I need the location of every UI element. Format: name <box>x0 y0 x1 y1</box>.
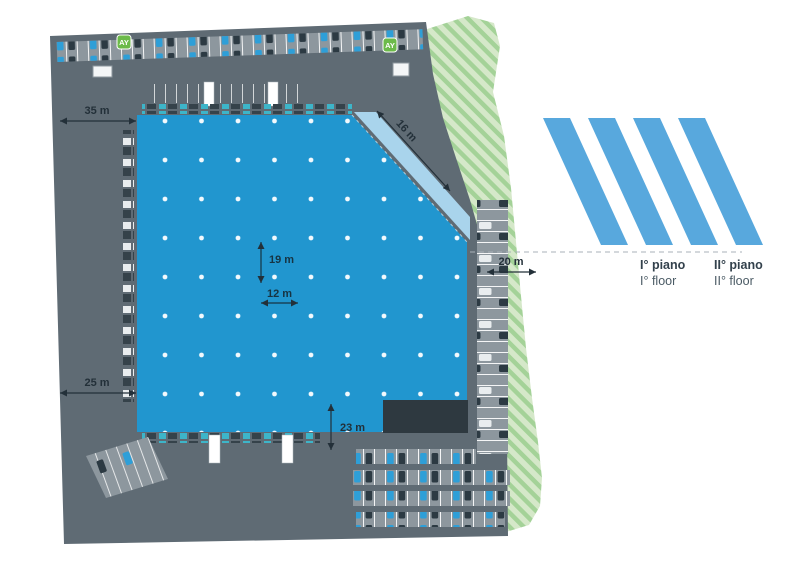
legend-floor2-shape <box>633 118 763 245</box>
kiosk-left <box>92 65 113 78</box>
truck-top-2 <box>267 81 279 107</box>
gate-marker-right-label: AY <box>385 41 395 50</box>
gate-marker-left-label: AY <box>119 38 129 47</box>
legend-floor1-label-it: I° piano <box>640 258 686 272</box>
gate-marker-right: AY <box>382 37 398 53</box>
dimension-12m-label: 12 m <box>267 288 292 300</box>
truck-south-1 <box>208 434 221 464</box>
truck-south-2 <box>281 434 294 464</box>
legend-floor2-label-it: II° piano <box>714 258 763 272</box>
dimension-25m: 25 m <box>60 377 136 397</box>
dimension-23m-label: 23 m <box>340 422 365 434</box>
dimension-35m-label: 35 m <box>84 105 109 117</box>
truck-top-1 <box>203 81 215 107</box>
parking-rows-bottom <box>353 449 510 527</box>
kiosk-right <box>392 62 410 77</box>
service-block <box>383 400 468 433</box>
dimension-19m-label: 19 m <box>269 254 294 266</box>
dock-strip-south <box>142 433 320 443</box>
dimension-23m: 23 m <box>327 404 365 450</box>
parking-column-right <box>477 200 508 454</box>
parking-row-top <box>56 29 424 62</box>
legend-floor1-shape <box>543 118 673 245</box>
gate-marker-left: AY <box>116 34 132 50</box>
legend: I° piano I° floor II° piano II° floor <box>543 118 763 288</box>
dimension-20m: 20 m <box>487 256 536 276</box>
dimension-19m: 19 m <box>257 242 294 283</box>
legend-floor1-label-en: I° floor <box>640 274 676 288</box>
dimension-12m: 12 m <box>261 288 298 307</box>
dock-strip-north <box>142 104 352 114</box>
column-grid-dots <box>137 115 467 432</box>
legend-floor2-label-en: II° floor <box>714 274 754 288</box>
truck-slots-top <box>150 84 300 103</box>
dimension-20m-label: 20 m <box>498 256 523 268</box>
dock-strip-west <box>123 130 134 402</box>
dimension-25m-label: 25 m <box>84 377 109 389</box>
dimension-35m: 35 m <box>60 105 136 125</box>
parking-angled-left <box>86 437 168 498</box>
